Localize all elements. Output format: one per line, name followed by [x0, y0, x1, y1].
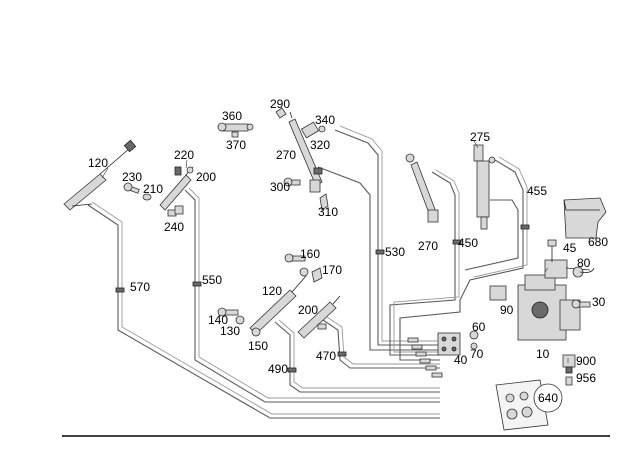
- cylinder-120-upper: [63, 139, 137, 211]
- label-270-right: 270: [418, 239, 438, 253]
- cylinder-270-right: [405, 153, 439, 223]
- label-270-top: 270: [276, 148, 296, 162]
- label-340: 340: [315, 113, 335, 127]
- label-150: 150: [248, 339, 268, 353]
- clip-170: [311, 267, 323, 283]
- label-370: 370: [226, 138, 246, 152]
- bolt-160: [284, 253, 306, 263]
- label-320: 320: [310, 138, 330, 152]
- label-160: 160: [300, 247, 320, 261]
- label-120-upper: 120: [88, 156, 108, 170]
- washer-210: [142, 193, 152, 201]
- plug-956: [565, 376, 573, 386]
- sensor-900: [562, 354, 576, 374]
- pin-360: [217, 122, 254, 132]
- cylinder-275: [473, 144, 496, 230]
- label-956: 956: [576, 371, 596, 385]
- callout-labels: 360 370 290 340 320 270 300 310 120 220 …: [88, 97, 608, 405]
- label-570: 570: [130, 280, 150, 294]
- label-300: 300: [270, 180, 290, 194]
- label-640: 640: [538, 391, 558, 405]
- label-290: 290: [270, 97, 290, 111]
- washer-130: [235, 315, 245, 325]
- label-450: 450: [458, 236, 478, 250]
- label-900: 900: [576, 354, 596, 368]
- label-550: 550: [202, 273, 222, 287]
- label-240: 240: [164, 220, 184, 234]
- label-200-upper: 200: [196, 170, 216, 184]
- pump-unit-10: [517, 239, 595, 341]
- label-140: 140: [208, 313, 228, 327]
- bracket-340: [300, 121, 326, 139]
- reservoir-680: [563, 197, 607, 239]
- pipe-bundle: [87, 125, 530, 419]
- bolt-30: [571, 299, 591, 309]
- label-30: 30: [592, 295, 606, 309]
- label-40: 40: [454, 353, 468, 367]
- clip-310: [319, 193, 329, 211]
- bushing-150: [251, 327, 261, 337]
- cylinder-200-upper: [159, 166, 194, 211]
- bushing-370: [231, 131, 239, 138]
- label-80: 80: [577, 256, 591, 270]
- label-275: 275: [470, 130, 490, 144]
- washer-60: [469, 330, 479, 340]
- bolt-300: [283, 177, 301, 187]
- label-60: 60: [472, 320, 486, 334]
- bolt-140: [217, 307, 239, 317]
- label-200-lower: 200: [298, 303, 318, 317]
- label-130: 130: [220, 324, 240, 338]
- bracket-90: [489, 285, 507, 301]
- label-530: 530: [385, 245, 405, 259]
- label-210: 210: [143, 182, 163, 196]
- seal-kit-640: [495, 379, 563, 431]
- label-10: 10: [536, 347, 550, 361]
- label-470: 470: [316, 349, 336, 363]
- label-45: 45: [563, 241, 577, 255]
- label-220: 220: [174, 148, 194, 162]
- label-170: 170: [322, 263, 342, 277]
- cylinder-200-lower: [297, 295, 341, 339]
- leader-lines: [101, 140, 569, 363]
- label-230: 230: [122, 170, 142, 184]
- label-90: 90: [500, 303, 514, 317]
- label-120-lower: 120: [262, 284, 282, 298]
- cylinder-120-lower: [249, 267, 309, 335]
- bracket-40: [437, 332, 461, 356]
- label-70: 70: [470, 347, 484, 361]
- label-455: 455: [527, 184, 547, 198]
- label-490: 490: [268, 362, 288, 376]
- cylinder-270-upper: [275, 107, 323, 193]
- label-310: 310: [318, 205, 338, 219]
- fitting-240: [167, 205, 184, 217]
- bundle-fittings: [407, 337, 443, 378]
- washer-70: [470, 342, 478, 350]
- label-360: 360: [222, 109, 242, 123]
- label-680: 680: [588, 235, 608, 249]
- bolt-230: [123, 182, 140, 194]
